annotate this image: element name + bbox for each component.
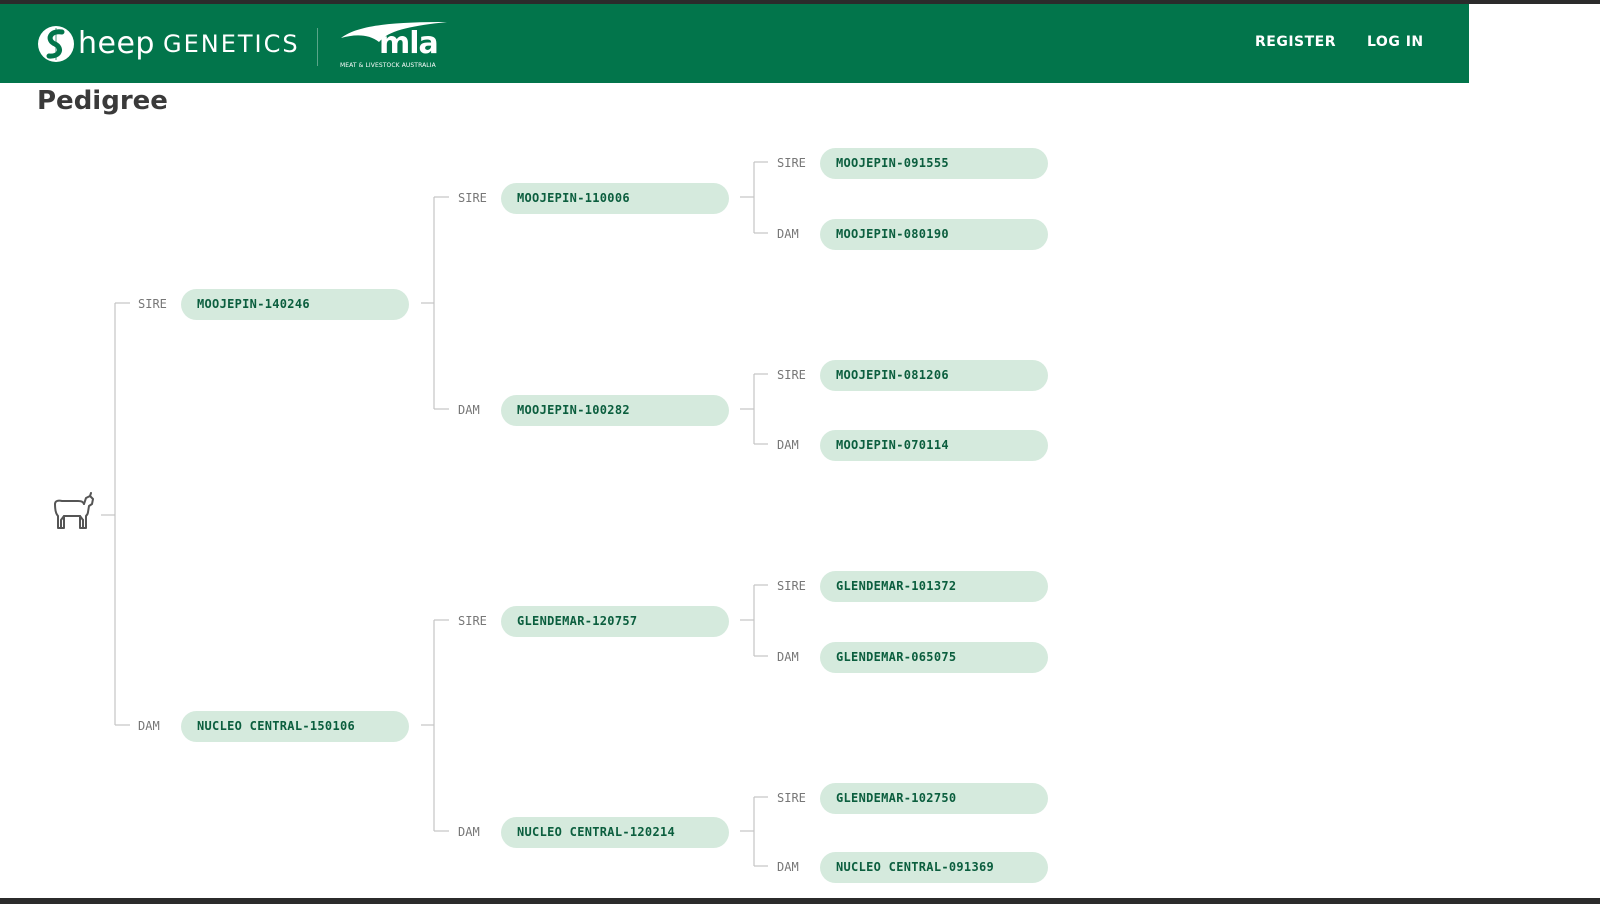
pedigree-node-dam-sire[interactable]: GLENDEMAR-120757 <box>501 606 729 637</box>
dam-label: DAM <box>777 860 799 874</box>
pedigree-node-dam-sire-sire[interactable]: GLENDEMAR-101372 <box>820 571 1048 602</box>
pedigree-node-dam[interactable]: NUCLEO CENTRAL-150106 <box>181 711 409 742</box>
pedigree-node-sire-sire-dam[interactable]: MOOJEPIN-080190 <box>820 219 1048 250</box>
screen-bottom-bar <box>0 898 1600 904</box>
pedigree-connector-lines <box>101 161 768 867</box>
sire-label: SIRE <box>777 579 806 593</box>
dam-label: DAM <box>777 438 799 452</box>
sire-label: SIRE <box>777 368 806 382</box>
dam-label: DAM <box>138 719 160 733</box>
mla-logo[interactable]: mla MEAT & LIVESTOCK AUSTRALIA <box>339 20 451 72</box>
sheep-icon <box>54 492 94 529</box>
mla-swoosh-icon <box>341 22 447 42</box>
sheep-genetics-logo-icon <box>38 26 74 62</box>
pedigree-node-sire-dam[interactable]: MOOJEPIN-100282 <box>501 395 729 426</box>
dam-label: DAM <box>777 650 799 664</box>
site-header: heep GENETICS mla MEAT & LIVESTOCK AUSTR… <box>0 4 1469 83</box>
pedigree-node-sire-sire[interactable]: MOOJEPIN-110006 <box>501 183 729 214</box>
pedigree-node-dam-dam-dam[interactable]: NUCLEO CENTRAL-091369 <box>820 852 1048 883</box>
pedigree-node-sire[interactable]: MOOJEPIN-140246 <box>181 289 409 320</box>
logo-divider <box>317 28 318 66</box>
mla-tagline: MEAT & LIVESTOCK AUSTRALIA <box>340 62 436 69</box>
app-window: heep GENETICS mla MEAT & LIVESTOCK AUSTR… <box>0 4 1469 898</box>
dam-label: DAM <box>458 403 480 417</box>
sire-label: SIRE <box>138 297 167 311</box>
sire-label: SIRE <box>458 191 487 205</box>
login-link[interactable]: LOG IN <box>1367 34 1424 50</box>
pedigree-node-sire-sire-sire[interactable]: MOOJEPIN-091555 <box>820 148 1048 179</box>
sire-label: SIRE <box>458 614 487 628</box>
logo-wordmark-heep: heep <box>78 26 155 61</box>
mla-wordmark: mla <box>379 26 439 61</box>
sire-label: SIRE <box>777 791 806 805</box>
sire-label: SIRE <box>777 156 806 170</box>
logo-wordmark-genetics: GENETICS <box>162 30 300 58</box>
right-gutter <box>1469 4 1600 898</box>
pedigree-node-dam-dam-sire[interactable]: GLENDEMAR-102750 <box>820 783 1048 814</box>
dam-label: DAM <box>777 227 799 241</box>
pedigree-node-dam-sire-dam[interactable]: GLENDEMAR-065075 <box>820 642 1048 673</box>
pedigree-node-sire-dam-sire[interactable]: MOOJEPIN-081206 <box>820 360 1048 391</box>
pedigree-node-dam-dam[interactable]: NUCLEO CENTRAL-120214 <box>501 817 729 848</box>
sheep-genetics-logo[interactable]: heep GENETICS <box>36 24 300 64</box>
pedigree-node-sire-dam-dam[interactable]: MOOJEPIN-070114 <box>820 430 1048 461</box>
dam-label: DAM <box>458 825 480 839</box>
page-title: Pedigree <box>37 86 168 116</box>
register-link[interactable]: REGISTER <box>1255 34 1337 50</box>
